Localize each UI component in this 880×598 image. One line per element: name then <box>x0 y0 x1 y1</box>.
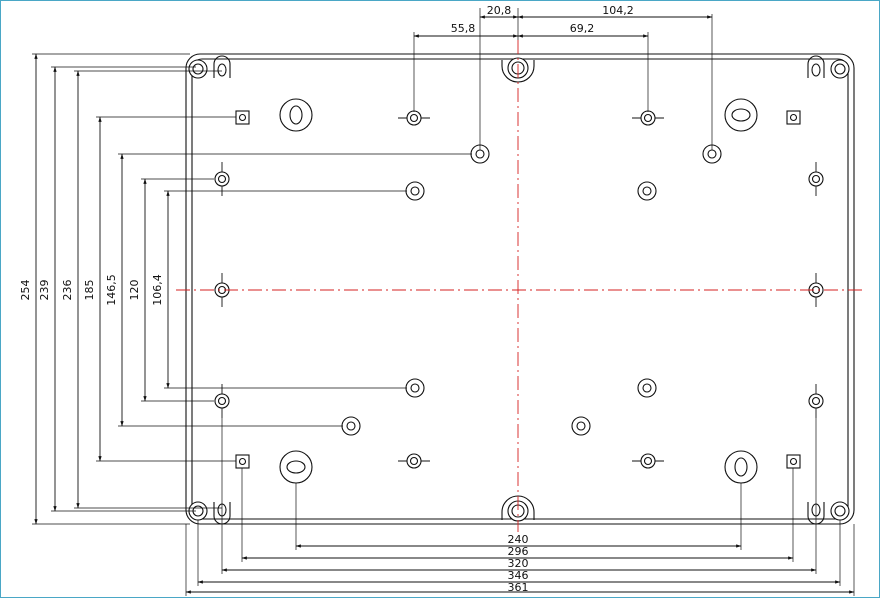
dim-361: 361 <box>508 581 529 594</box>
round-boss <box>405 378 425 398</box>
dim-239: 239 <box>38 280 51 301</box>
round-boss <box>341 416 361 436</box>
dim-55-8: 55,8 <box>451 22 476 35</box>
corner-boss-bottom-left <box>188 501 231 525</box>
corner-boss-top-left <box>188 55 231 79</box>
dim-120: 120 <box>128 280 141 301</box>
winged-boss <box>808 273 824 307</box>
winged-boss <box>808 162 824 196</box>
oval-boss <box>724 450 758 484</box>
dim-254: 254 <box>19 280 32 301</box>
dim-106-4: 106,4 <box>151 274 164 306</box>
dim-320: 320 <box>508 557 529 570</box>
dim-236: 236 <box>61 280 74 301</box>
winged-boss <box>632 110 664 126</box>
dim-69-2: 69,2 <box>570 22 595 35</box>
round-boss <box>637 181 657 201</box>
round-boss <box>637 378 657 398</box>
winged-boss <box>398 110 430 126</box>
oval-boss <box>279 450 313 484</box>
dim-146-5: 146,5 <box>105 274 118 306</box>
oval-boss <box>279 98 313 132</box>
round-boss <box>571 416 591 436</box>
dim-240: 240 <box>508 533 529 546</box>
winged-boss <box>632 453 664 469</box>
dim-104-2: 104,2 <box>602 4 634 17</box>
corner-boss-bottom-right <box>807 501 850 525</box>
winged-boss <box>214 273 230 307</box>
winged-boss <box>398 453 430 469</box>
dim-346: 346 <box>508 569 529 582</box>
corner-boss-top-right <box>807 55 850 79</box>
oval-boss <box>724 98 758 132</box>
dim-185: 185 <box>83 280 96 301</box>
enclosure-outer-outline <box>185 53 855 525</box>
winged-boss <box>214 162 230 196</box>
dim-296: 296 <box>508 545 529 558</box>
round-boss <box>405 181 425 201</box>
winged-boss <box>214 384 230 418</box>
winged-boss <box>808 384 824 418</box>
dim-20-8: 20,8 <box>487 4 512 17</box>
